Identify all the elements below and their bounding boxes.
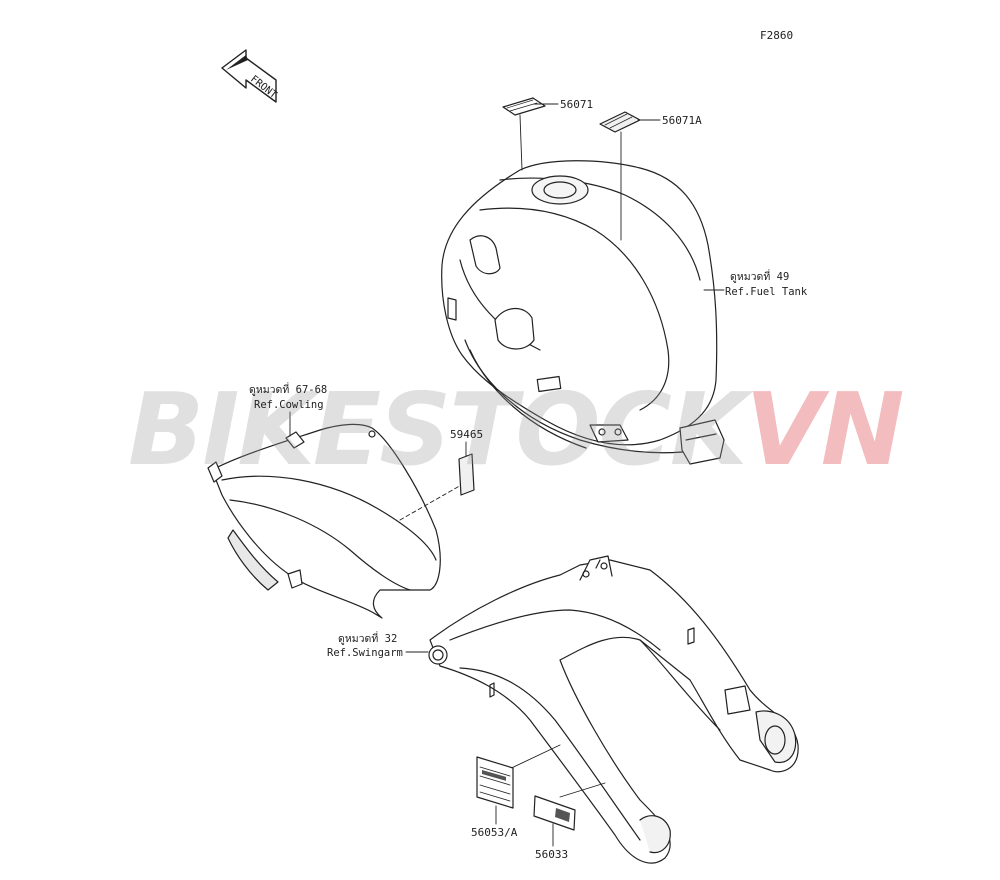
decal-56071a-drawing	[599, 111, 661, 241]
watermark: BIKESTOCKVN	[128, 371, 904, 488]
part-label-56033: 56033	[535, 848, 569, 861]
ref-cowling-thai: ดูหมวดที่ 67-68	[249, 384, 328, 396]
fuel-tank-drawing	[441, 160, 725, 465]
swingarm-drawing	[405, 555, 799, 864]
decal-56053-drawing	[476, 756, 514, 825]
ref-cowling-label: Ref.Cowling	[254, 399, 324, 411]
part-label-59465: 59465	[450, 428, 484, 441]
part-label-56053: 56053/A	[471, 826, 518, 839]
cowling-drawing	[207, 411, 471, 619]
figure-id: F2860	[760, 29, 794, 42]
part-label-56071a: 56071A	[662, 114, 702, 127]
decal-56033-drawing	[533, 795, 576, 847]
part-label-56071: 56071	[560, 98, 594, 111]
ref-fuel-tank-thai: ดูหมวดที่ 49	[730, 271, 790, 283]
decal-59465-drawing	[458, 441, 475, 496]
ref-swingarm-thai: ดูหมวดที่ 32	[338, 633, 398, 645]
front-arrow-icon: FRONT	[221, 49, 279, 103]
ref-fuel-tank-label: Ref.Fuel Tank	[725, 286, 808, 298]
decal-56071-drawing	[502, 97, 559, 171]
ref-swingarm-label: Ref.Swingarm	[327, 647, 403, 659]
